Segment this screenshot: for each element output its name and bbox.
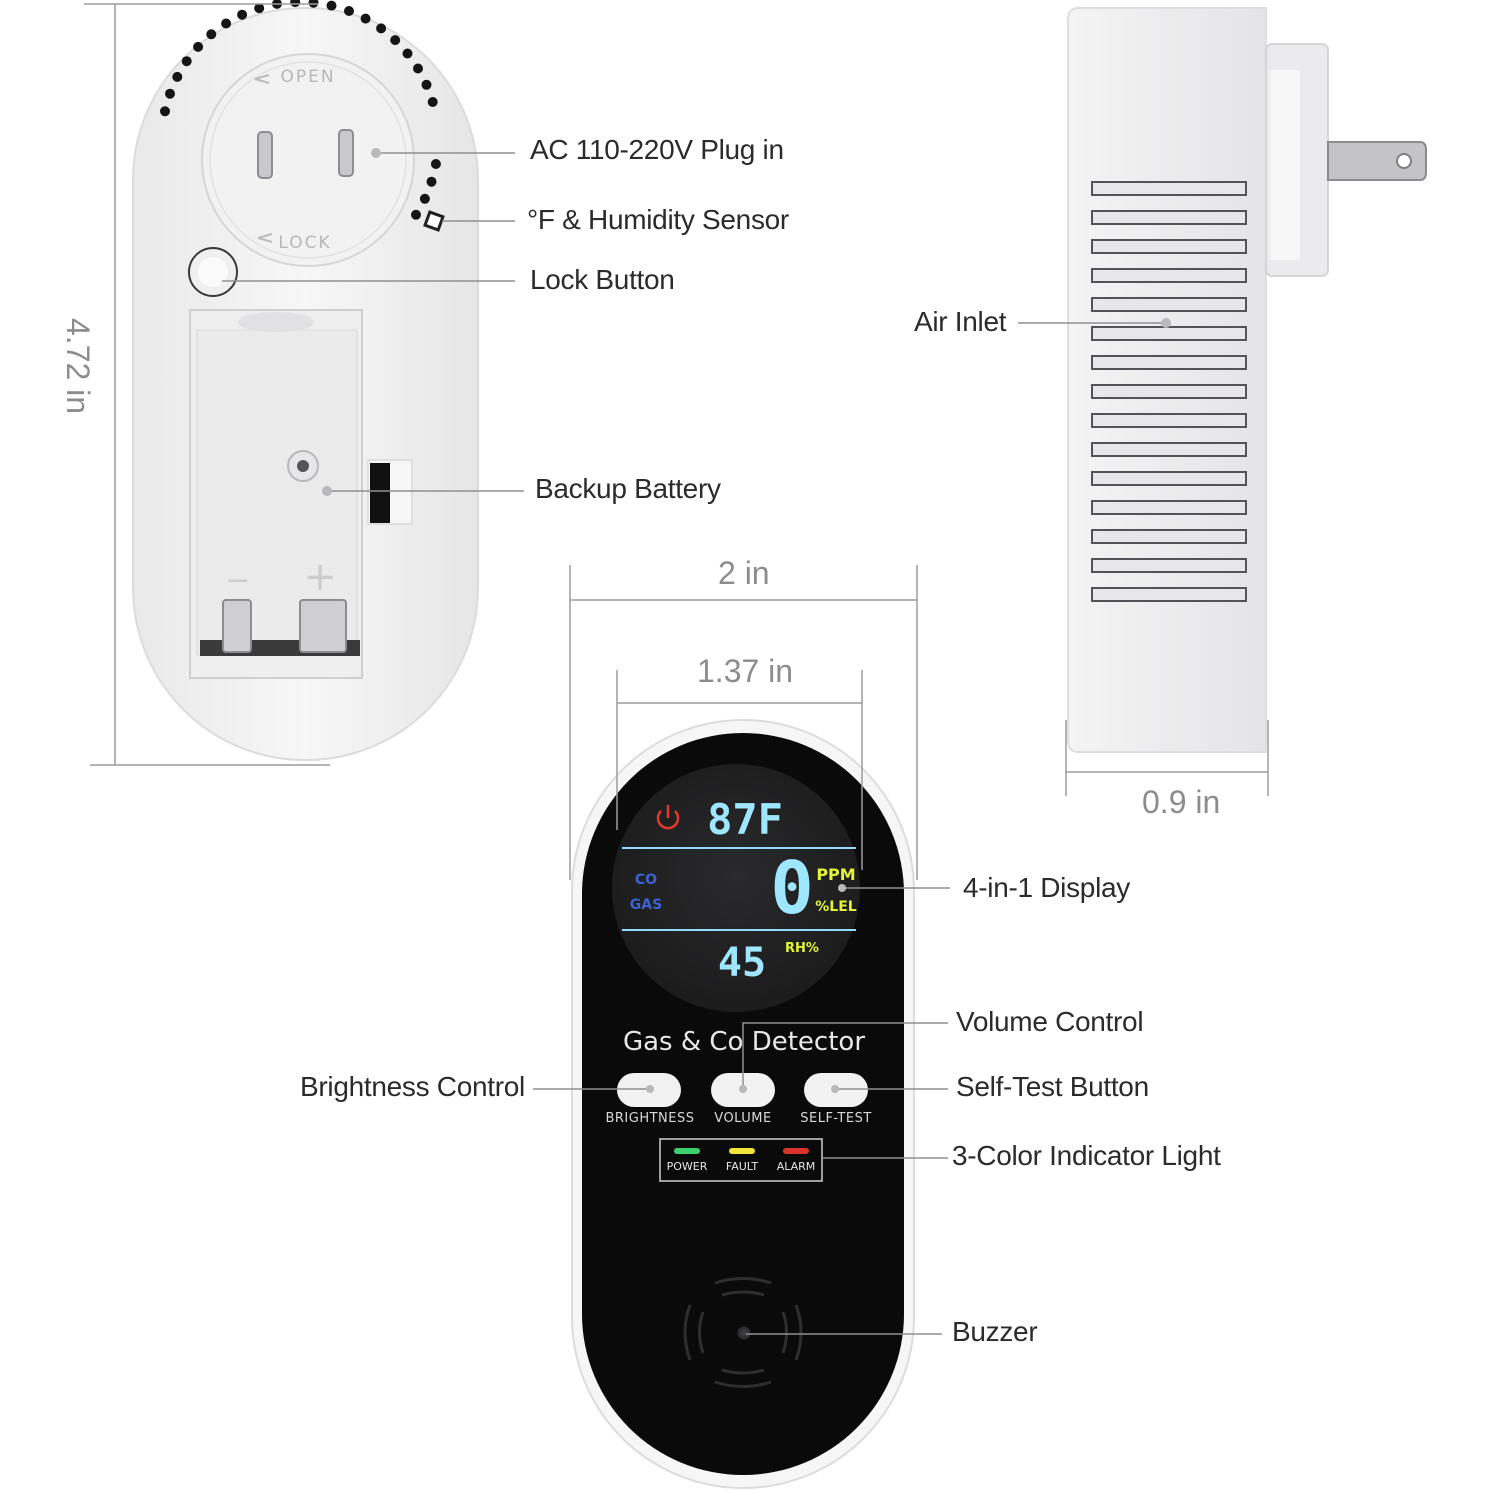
- temperature-readout: 87F: [707, 795, 783, 844]
- callout-volume: Volume Control: [956, 1006, 1144, 1037]
- vent-dot: [427, 97, 438, 107]
- plug-disc: [201, 53, 415, 267]
- vent-dot: [237, 9, 248, 20]
- vent-dot: [326, 0, 337, 11]
- side-housing: [1067, 7, 1267, 753]
- vent-dot: [181, 56, 192, 67]
- power-led: [674, 1148, 700, 1154]
- vent-dot: [413, 63, 423, 74]
- air-inlet-slot: [1091, 268, 1247, 283]
- buzzer-grille: [683, 1277, 803, 1388]
- callout-battery: Backup Battery: [535, 473, 721, 504]
- callout-plug: AC 110-220V Plug in: [530, 134, 784, 165]
- dimension-height: 4.72 in: [60, 318, 96, 415]
- air-inlet-slot: [1091, 413, 1247, 428]
- air-inlet-slot: [1091, 239, 1247, 254]
- side-view: [1067, 7, 1427, 753]
- vent-dot: [421, 79, 432, 90]
- vent-dot: [419, 193, 430, 204]
- vent-dot: [254, 3, 265, 14]
- vent-dot: [411, 209, 421, 220]
- gas-readout: 0: [770, 846, 813, 930]
- brightness-button-label: BRIGHTNESS: [605, 1111, 694, 1126]
- vent-dot: [430, 159, 441, 169]
- vent-dot: [206, 29, 217, 40]
- air-inlet-slot: [1091, 384, 1247, 399]
- air-inlet-slot: [1091, 587, 1247, 602]
- air-inlet-slot: [1091, 442, 1247, 457]
- dimension-depth: 0.9 in: [1142, 784, 1221, 820]
- air-inlet-slot: [1091, 500, 1247, 515]
- vent-dot: [390, 35, 401, 46]
- vent-dot: [426, 176, 437, 187]
- unit-ppm: PPM: [816, 865, 855, 884]
- vent-dot: [376, 23, 387, 34]
- mode-co: CO: [635, 872, 657, 888]
- front-view: 87F CO GAS 0 PPM %LEL 45 RH% Gas & Co De…: [571, 719, 915, 1489]
- unit-lel: %LEL: [815, 899, 857, 915]
- power-led-label: POWER: [667, 1160, 708, 1173]
- dimension-lines: [84, 3, 1269, 880]
- air-inlet-slot: [1091, 558, 1247, 573]
- air-inlet-slot: [1091, 326, 1247, 341]
- vent-dot: [172, 71, 183, 82]
- open-label: OPEN: [280, 67, 335, 87]
- humidity-sensor: [423, 210, 445, 232]
- side-prong: [1327, 141, 1427, 181]
- dimension-width: 2 in: [718, 555, 770, 591]
- product-name: Gas & Co Detector: [623, 1027, 865, 1057]
- vent-dot: [360, 13, 371, 24]
- minus-mark: −: [225, 563, 250, 598]
- callout-self-test: Self-Test Button: [956, 1071, 1149, 1102]
- battery-contact-negative: [222, 599, 252, 653]
- air-inlet-slot: [1091, 471, 1247, 486]
- power-icon: [656, 805, 680, 830]
- plus-mark: +: [303, 554, 337, 600]
- mode-gas: GAS: [630, 897, 662, 913]
- air-inlet-slot: [1091, 181, 1247, 196]
- vent-dot: [344, 6, 354, 16]
- leader-lines: [222, 152, 1166, 1335]
- dimension-screen-width: 1.37 in: [697, 653, 794, 689]
- fault-led-label: FAULT: [726, 1160, 759, 1173]
- vent-dot: [165, 88, 175, 99]
- callout-air-inlet: Air Inlet: [914, 306, 1007, 337]
- volume-button-label: VOLUME: [714, 1111, 771, 1126]
- callout-sensor: °F & Humidity Sensor: [527, 204, 789, 235]
- fault-led: [729, 1148, 755, 1154]
- unit-rh: RH%: [785, 941, 819, 956]
- humidity-readout: 45: [718, 940, 766, 986]
- prong-right: [338, 129, 354, 177]
- air-inlet-slot: [1091, 529, 1247, 544]
- alarm-led-label: ALARM: [777, 1160, 816, 1173]
- vent-dot: [193, 41, 204, 52]
- vent-dot: [221, 18, 232, 29]
- vent-dot: [160, 106, 170, 117]
- callout-brightness: Brightness Control: [300, 1071, 525, 1102]
- battery-contact-positive: [299, 599, 347, 653]
- vent-dot: [402, 48, 413, 59]
- air-inlet-slot: [1091, 297, 1247, 312]
- self-test-button-label: SELF-TEST: [800, 1111, 872, 1126]
- indicator-panel: [659, 1138, 823, 1182]
- callout-buzzer: Buzzer: [952, 1316, 1038, 1347]
- prong-left: [257, 131, 273, 179]
- air-inlet-slot: [1091, 210, 1247, 225]
- callout-lock: Lock Button: [530, 264, 675, 295]
- back-view: OPEN LOCK − +: [132, 0, 479, 761]
- callout-indicator: 3-Color Indicator Light: [952, 1140, 1221, 1171]
- air-inlet-slots: [1091, 181, 1247, 602]
- alarm-led: [783, 1148, 809, 1154]
- callout-display: 4-in-1 Display: [963, 872, 1130, 903]
- vent-dot-ring: [160, 0, 441, 220]
- leader-dots: [322, 148, 1171, 1093]
- air-inlet-slot: [1091, 355, 1247, 370]
- lock-label: LOCK: [278, 233, 331, 253]
